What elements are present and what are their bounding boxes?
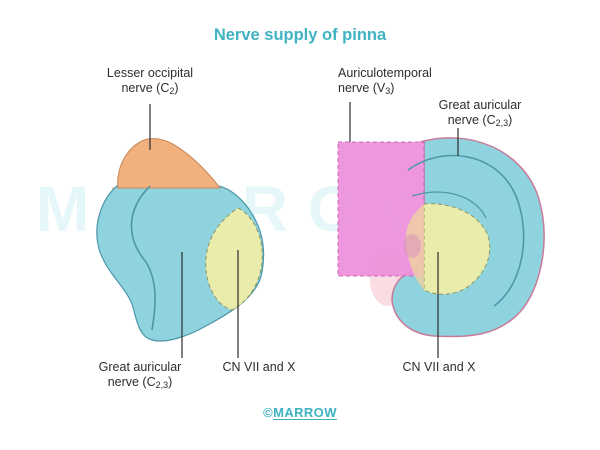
diagram-title: Nerve supply of pinna [213, 26, 387, 44]
right-pinna-lateral-view [337, 102, 545, 358]
label-cn-vii-x-right: CN VII and X [402, 360, 476, 374]
brand-name: MARROW [273, 405, 337, 420]
left-lesser-occipital-region [117, 138, 222, 189]
brand-footer: ©MARROW [0, 405, 600, 420]
label-lesser-occipital-nerve: Lesser occipital nerve (C2) [106, 66, 194, 96]
label-auriculotemporal-nerve: Auriculotemporal nerve (V3) [338, 66, 432, 96]
label-great-auricular-nerve-left: Great auricular nerve (C2,3) [98, 360, 182, 390]
left-pinna-medial-view [96, 104, 265, 358]
label-great-auricular-nerve-right: Great auricular nerve (C2,3) [438, 98, 522, 128]
copyright-symbol: © [263, 405, 274, 420]
left-cn-vii-x-region [205, 207, 263, 311]
label-cn-vii-x-left: CN VII and X [222, 360, 296, 374]
right-cn-vii-x-region [423, 203, 491, 295]
